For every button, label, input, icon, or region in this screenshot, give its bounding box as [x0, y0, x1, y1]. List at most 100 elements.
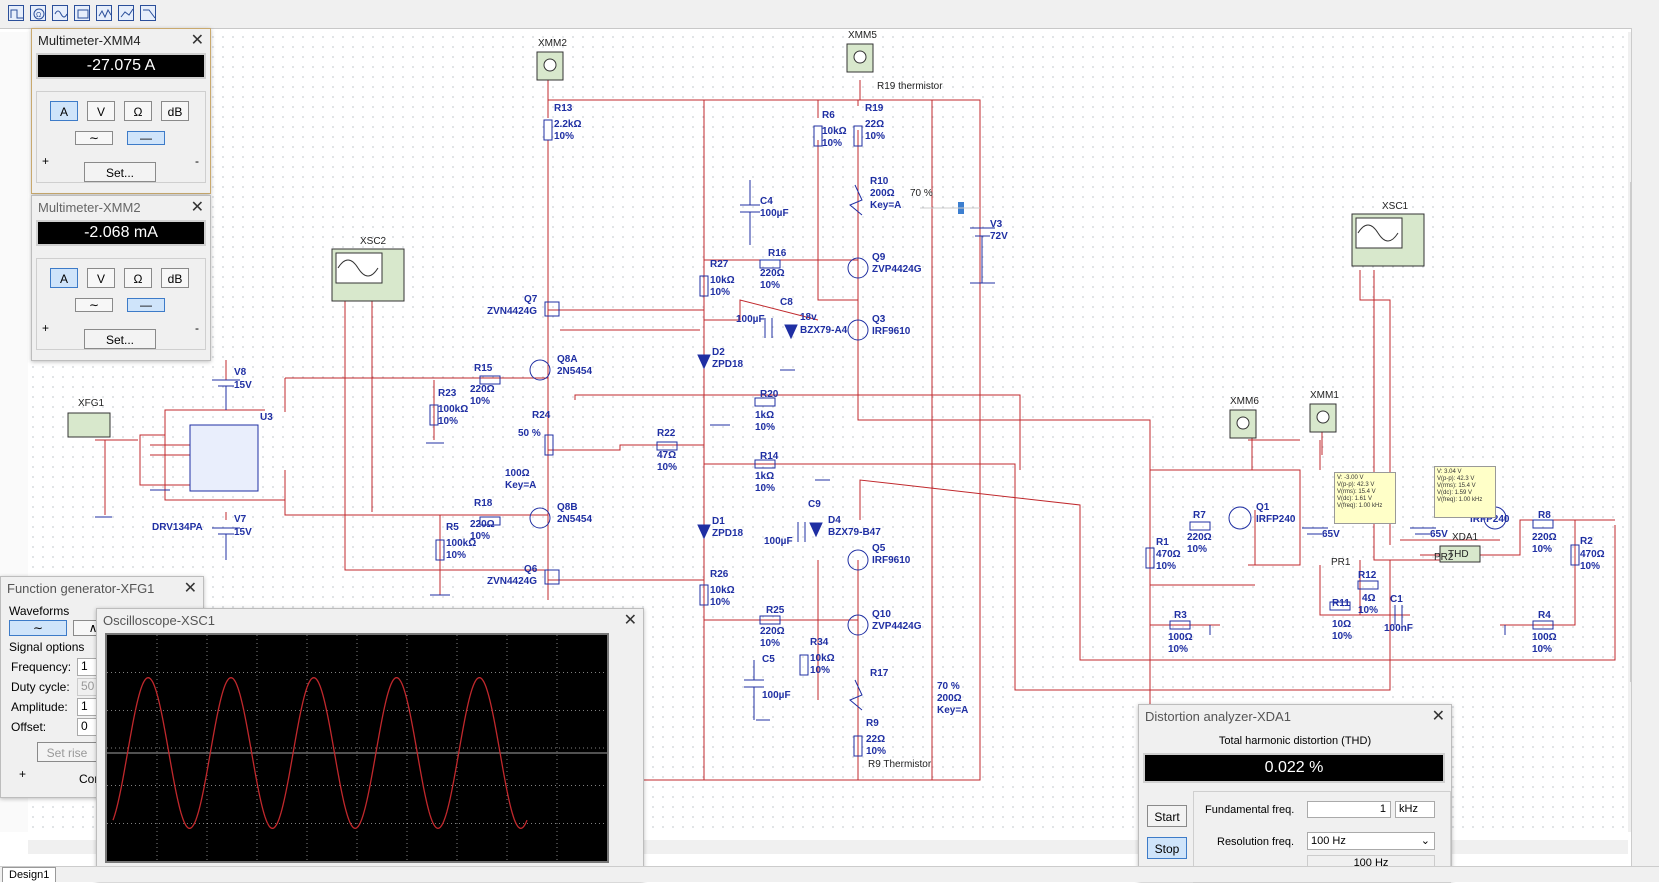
- close-icon[interactable]: ✕: [623, 612, 637, 629]
- close-icon[interactable]: ✕: [1431, 708, 1445, 725]
- ac-mode-button[interactable]: ∼: [75, 131, 113, 145]
- close-icon[interactable]: ✕: [190, 32, 204, 49]
- duty-cycle-label: Duty cycle:: [11, 680, 70, 694]
- probe2-line: V: 3.04 V: [1437, 469, 1462, 475]
- oscilloscope-screen[interactable]: [105, 633, 609, 863]
- multimeter-xmm2-title[interactable]: Multimeter-XMM2✕: [32, 196, 210, 220]
- label-R17-key: Key=A: [937, 705, 968, 716]
- probe2-line: V(dc): 1.59 V: [1437, 490, 1473, 496]
- duty-cycle-input[interactable]: 50: [77, 678, 102, 696]
- resistor-R4: [1532, 620, 1554, 630]
- wattmeter-icon[interactable]: [74, 5, 90, 21]
- mode-amps-button[interactable]: A: [50, 268, 78, 288]
- multimeter-xmm4-title[interactable]: Multimeter-XMM4✕: [32, 29, 210, 53]
- amplitude-label: Amplitude:: [11, 700, 68, 714]
- thd-label: Total harmonic distortion (THD): [1218, 735, 1372, 747]
- label-XSC2: XSC2: [360, 236, 387, 247]
- mode-db-button[interactable]: dB: [161, 101, 189, 121]
- mode-volts-button[interactable]: V: [87, 268, 115, 288]
- resistor-R25: [759, 615, 781, 625]
- label-R6: R6: [822, 110, 835, 121]
- probe2-line: V(freq): 1.00 kHz: [1437, 497, 1483, 503]
- label-U3-part: DRV134PA: [152, 522, 203, 533]
- distortion-analyzer-window[interactable]: Distortion analyzer-XDA1✕ Total harmonic…: [1138, 704, 1452, 883]
- start-button[interactable]: Start: [1147, 805, 1187, 827]
- label-D3-part: BZX79-A4: [800, 325, 848, 336]
- oscilloscope-icon[interactable]: [96, 5, 112, 21]
- probe1-line: V(p-p): 42.3 V: [1337, 482, 1375, 488]
- label-R10-percent: 70 %: [910, 188, 933, 199]
- schematic-icon[interactable]: [8, 5, 24, 21]
- label-R11-value: 10Ω: [1332, 619, 1351, 630]
- multimeter-set-button[interactable]: Set...: [84, 162, 156, 182]
- dc-mode-button[interactable]: —: [127, 131, 165, 145]
- resistor-R7: [1189, 521, 1211, 531]
- label-R9-name: R9 Thermistor: [868, 759, 932, 770]
- resistor-R11: [1329, 601, 1351, 611]
- label-C8-value: 100µF: [736, 314, 765, 325]
- label-R27: R27: [710, 259, 729, 270]
- label-R17-value: 200Ω: [937, 693, 962, 704]
- mode-amps-button[interactable]: A: [50, 101, 78, 121]
- stop-button[interactable]: Stop: [1147, 837, 1187, 859]
- multimeter-icon[interactable]: Ω: [30, 5, 46, 21]
- label-Q9-value: ZVP4424G: [872, 264, 922, 275]
- label-R10-key: Key=A: [870, 200, 901, 211]
- set-rise-button[interactable]: Set rise: [37, 742, 97, 762]
- fundamental-unit[interactable]: kHz: [1395, 801, 1435, 818]
- label-R16-tol: 10%: [760, 280, 780, 291]
- mode-ohms-button[interactable]: Ω: [124, 268, 152, 288]
- label-R17: R17: [870, 668, 889, 679]
- label-R16: R16: [768, 248, 787, 259]
- close-icon[interactable]: ✕: [190, 199, 204, 216]
- label-D2-value: ZPD18: [712, 359, 744, 370]
- ac-mode-button[interactable]: ∼: [75, 298, 113, 312]
- oscilloscope-xsc1-window[interactable]: Oscilloscope-XSC1✕: [96, 608, 644, 882]
- close-icon[interactable]: ✕: [183, 580, 197, 597]
- label-R16-value: 220Ω: [760, 268, 785, 279]
- resistor-R23: [429, 404, 439, 426]
- label-Q8A: Q8A: [557, 354, 578, 365]
- mode-volts-button[interactable]: V: [87, 101, 115, 121]
- resistor-R26: [699, 584, 709, 606]
- label-R19-name: R19 thermistor: [877, 81, 943, 92]
- label-R26-value: 10kΩ: [710, 585, 735, 596]
- multimeter-xmm4-window[interactable]: Multimeter-XMM4✕ -27.075 A A V Ω dB ∼ — …: [31, 28, 211, 194]
- bode-plotter-icon[interactable]: [140, 5, 156, 21]
- fundamental-freq-input[interactable]: 1: [1307, 801, 1391, 818]
- oscilloscope-xsc1-title[interactable]: Oscilloscope-XSC1✕: [97, 609, 643, 633]
- label-R20-value: 1kΩ: [755, 410, 774, 421]
- label-C4-value: 100µF: [760, 208, 789, 219]
- mode-ohms-button[interactable]: Ω: [124, 101, 152, 121]
- dc-mode-button[interactable]: —: [127, 298, 165, 312]
- mode-db-button[interactable]: dB: [161, 268, 189, 288]
- label-R22-tol: 10%: [657, 462, 677, 473]
- function-generator-title[interactable]: Function generator-XFG1✕: [1, 577, 203, 601]
- distortion-analyzer-title[interactable]: Distortion analyzer-XDA1✕: [1139, 705, 1451, 729]
- function-generator-icon[interactable]: [52, 5, 68, 21]
- label-R22-value: 47Ω: [657, 450, 676, 461]
- multimeter-set-button[interactable]: Set...: [84, 329, 156, 349]
- resistor-R6: [813, 125, 823, 147]
- label-R10: R10: [870, 176, 889, 187]
- tab-design[interactable]: Design1: [2, 867, 57, 882]
- label-R19-value: 22Ω: [865, 119, 884, 130]
- label-R20: R20: [760, 389, 779, 400]
- multimeter-xmm2-window[interactable]: Multimeter-XMM2✕ -2.068 mA A V Ω dB ∼ — …: [31, 195, 211, 361]
- potentiometer-R24: [544, 434, 554, 456]
- label-Q10-value: ZVP4424G: [872, 621, 922, 632]
- sine-wave-button[interactable]: ∼: [9, 620, 67, 636]
- label-Q6-value: ZVN4424G: [487, 576, 537, 587]
- label-R18-tol: 10%: [470, 531, 490, 542]
- label-D1: D1: [712, 516, 725, 527]
- label-R19-tol: 10%: [865, 131, 885, 142]
- resistor-R5: [435, 539, 445, 561]
- label-R25: R25: [766, 605, 785, 616]
- svg-text:THD: THD: [1448, 549, 1469, 560]
- probe2-line: V(rms): 15.4 V: [1437, 483, 1476, 489]
- four-channel-scope-icon[interactable]: [118, 5, 134, 21]
- label-V8: V8: [234, 367, 247, 378]
- resolution-freq-select[interactable]: 100 Hz⌄: [1307, 832, 1435, 850]
- label-Q7: Q7: [524, 294, 538, 305]
- label-R14: R14: [760, 451, 779, 462]
